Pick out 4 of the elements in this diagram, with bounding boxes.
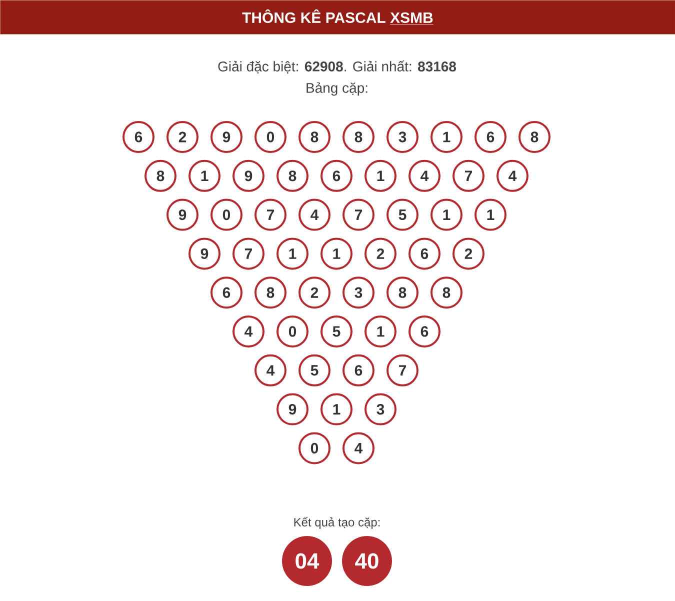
section-label: Bảng cặp: xyxy=(306,82,368,96)
section-label: Kết quả tạo cặp: xyxy=(294,517,380,529)
header-bar: THÔNG KÊ PASCAL XSMB xyxy=(0,0,675,34)
prize-text: Giải đặc biệt: 62908. Giải nhất: 83168 xyxy=(218,60,456,74)
